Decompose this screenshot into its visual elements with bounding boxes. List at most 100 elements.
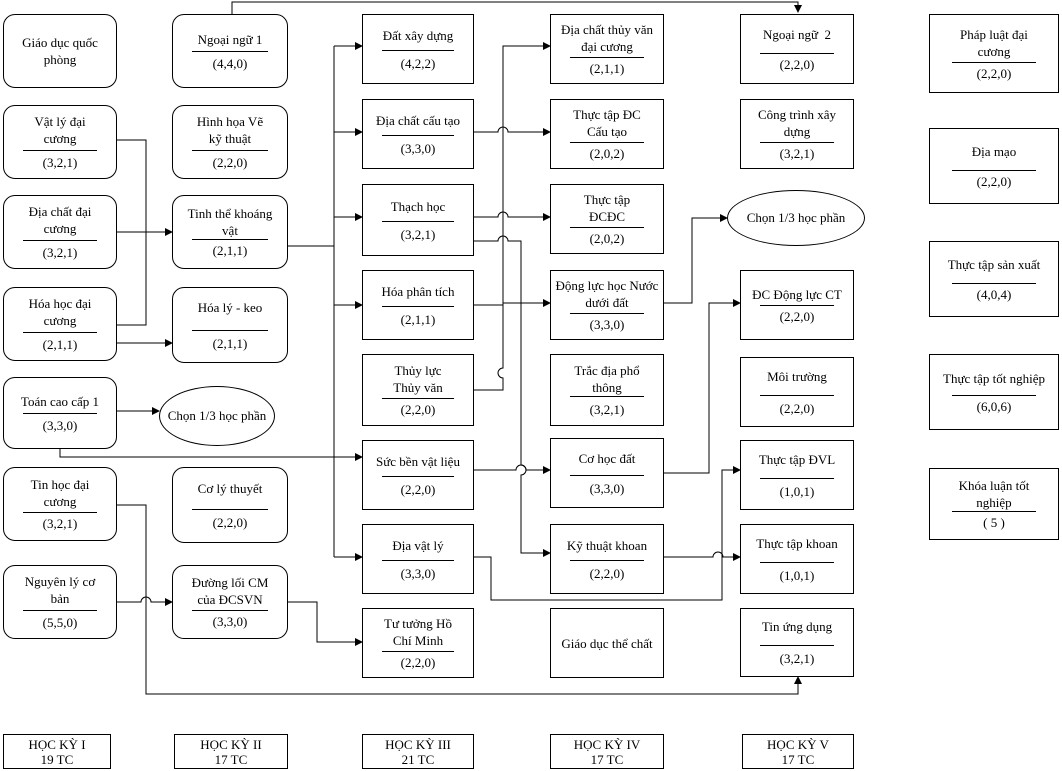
divider (192, 508, 268, 510)
course-name: Ngoại ngữ 2 (762, 26, 832, 42)
course-credits: (3,2,1) (400, 226, 436, 242)
divider (760, 304, 834, 306)
course-thuctap-totnghiep: Thực tập tốt nghiệp (6,0,6) (929, 354, 1059, 430)
course-moi-truong: Môi trường (2,2,0) (740, 357, 854, 427)
divider (192, 150, 268, 151)
course-thuctap-khoan: Thực tập khoan (1,0,1) (740, 524, 854, 594)
course-name: Thực tập sản xuất (947, 256, 1041, 272)
course-credits: (2,0,2) (589, 146, 625, 161)
course-credits: (2,2,0) (400, 402, 436, 417)
course-credits: (2,2,0) (589, 565, 625, 581)
course-name: Ngoại ngữ 1 (197, 31, 263, 47)
divider (381, 220, 455, 222)
course-duongloi-cm: Đường lối CM của ĐCSVN (3,3,0) (172, 565, 288, 639)
divider (23, 332, 97, 333)
course-ngoaingu-2: Ngoại ngữ 2 (2,2,0) (740, 14, 854, 84)
course-credits: (2,2,0) (779, 308, 815, 324)
connector-ktk-ttk (664, 551, 741, 561)
divider (570, 227, 644, 228)
course-nguyenly-coban: Nguyên lý cơ bản (5,5,0) (3, 565, 117, 639)
divider (23, 512, 97, 513)
course-name: Tinh thể khoáng vật (187, 206, 273, 238)
divider (570, 559, 644, 561)
semester-name: HỌC KỲ I (28, 736, 86, 752)
divider (381, 651, 455, 652)
connector-tcc1-sbvl (59, 448, 363, 461)
course-thuctap-sanxuat: Thực tập sản xuất (4,0,4) (929, 241, 1059, 317)
course-name: Pháp luật đại cương (960, 26, 1028, 59)
course-credits: (3,3,0) (400, 140, 436, 156)
connector-chd-dcdlct (664, 299, 741, 474)
course-thuctap-dc-cautao: Thực tập ĐC Cấu tạo (2,0,2) (550, 99, 664, 169)
course-name: ĐC Động lực CT (752, 286, 842, 302)
course-name: Trắc địa phổ thông (574, 363, 640, 395)
course-credits: (2,1,1) (589, 61, 625, 76)
elective-label: Chọn 1/3 học phần (746, 210, 846, 225)
course-credits: (2,1,1) (400, 311, 436, 327)
divider (760, 645, 834, 646)
course-name: Thực tập ĐC Cấu tạo (573, 107, 641, 139)
course-credits: (4,0,4) (976, 286, 1012, 302)
course-name: Cơ lý thuyết (197, 480, 263, 496)
divider (23, 412, 97, 414)
divider (570, 474, 644, 476)
course-name: Giáo dục quốc phòng (22, 35, 98, 67)
connector-thach-chd (474, 235, 551, 557)
course-credits: (3,2,1) (589, 402, 625, 417)
connector-dlcm-tthcm (288, 601, 363, 646)
connector-dvl-ttdvl (474, 466, 741, 601)
course-diachat-daicuong: Địa chất đại cương (3,2,1) (3, 195, 117, 269)
connector-thach-ttdcdc (474, 211, 551, 221)
course-name: Vật lý đại cương (34, 114, 86, 146)
course-credits: (3,3,0) (400, 565, 436, 581)
course-thuyluc-thuyvan: Thủy lực Thủy văn (2,2,0) (362, 354, 474, 426)
course-ngoaingu-1: Ngoại ngữ 1 (4,4,0) (172, 14, 288, 88)
course-giaoduc-thechat: Giáo dục thể chất (550, 608, 664, 678)
course-name: Đường lối CM của ĐCSVN (191, 575, 269, 607)
divider (760, 52, 834, 54)
course-credits: (2,1,1) (212, 335, 248, 351)
course-credits: (5,5,0) (42, 615, 78, 630)
course-hoaly-keo: Hóa lý - keo (2,1,1) (172, 287, 288, 363)
divider (951, 282, 1037, 284)
course-credits: (3,3,0) (212, 614, 248, 629)
semester-name: HỌC KỲ IV (573, 736, 641, 752)
course-tracdia-phothong: Trắc địa phổ thông (3,2,1) (550, 354, 664, 426)
semester-label-5: HỌC KỲ V 17 TC (742, 734, 854, 769)
course-name: Thực tập khoan (756, 535, 838, 551)
course-name: Tư tưởng Hồ Chí Minh (384, 616, 452, 648)
divider (760, 477, 834, 479)
course-dia-vatly: Địa vật lý (3,3,0) (362, 524, 474, 594)
course-name: Địa chất đại cương (28, 204, 92, 236)
divider (192, 610, 268, 611)
divider (951, 394, 1037, 396)
semester-credits: 17 TC (214, 751, 248, 767)
course-name: Khóa luận tốt nghiệp (958, 478, 1030, 510)
course-name: Thạch học (390, 198, 446, 214)
divider (192, 50, 268, 52)
course-credits: (2,2,0) (976, 65, 1012, 81)
course-credits: (3,2,1) (42, 245, 78, 260)
course-credits: (3,3,0) (589, 317, 625, 332)
course-credits: (3,3,0) (42, 417, 78, 433)
course-name: Tin ứng dụng (761, 619, 833, 634)
course-name: Kỹ thuật khoan (566, 537, 648, 553)
course-credits: (1,0,1) (779, 567, 815, 583)
semester-name: HỌC KỲ III (385, 736, 451, 752)
elective-label: Chọn 1/3 học phần (167, 408, 267, 423)
connector-hpt-dctvdc (474, 42, 551, 306)
semester-label-3: HỌC KỲ III 21 TC (362, 734, 474, 769)
course-dc-dongluc-ct: ĐC Động lực CT (2,2,0) (740, 270, 854, 340)
connector-vly-ttkv (117, 139, 173, 236)
course-credits: (3,2,1) (779, 146, 815, 161)
course-phapluat-daicuong: Pháp luật đại cương (2,2,0) (929, 14, 1059, 93)
course-credits: (2,2,0) (212, 155, 248, 170)
course-khoaluan-totnghiep: Khóa luận tốt nghiệp ( 5 ) (929, 468, 1059, 540)
divider (570, 142, 644, 143)
divider (760, 561, 834, 563)
divider (23, 240, 97, 241)
course-credits: (2,1,1) (212, 243, 248, 258)
connector-sbvl-chd (474, 464, 551, 474)
course-name: Hình họa Vẽ kỹ thuật (196, 114, 264, 146)
